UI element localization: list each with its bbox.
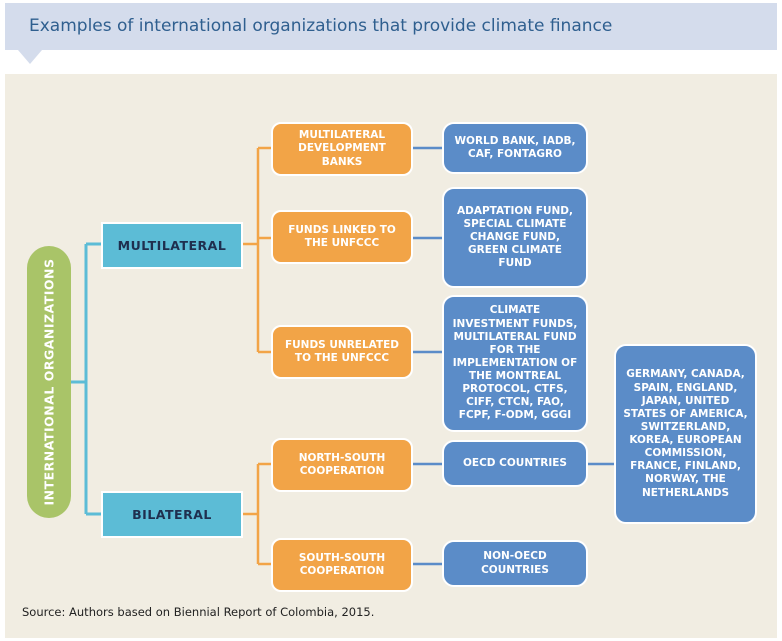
non-oecd-countries-node: NON-OECD COUNTRIES — [442, 540, 588, 587]
multilateral-label: MULTILATERAL — [117, 237, 227, 253]
unrelated-funds-examples-text: CLIMATE INVESTMENT FUNDS, MULTILATERAL F… — [452, 304, 578, 422]
mdb-label: MULTILATERAL DEVELOPMENT BANKS — [298, 129, 386, 168]
linked-funds-label: FUNDS LINKED TO THE UNFCCC — [288, 223, 396, 249]
multilateral-node: MULTILATERAL — [101, 222, 243, 269]
oecd-countries-node: OECD COUNTRIES — [442, 440, 588, 487]
mdb-examples-text: WORLD BANK, IADB, CAF, FONTAGRO — [454, 134, 576, 160]
root-node-label: INTERNATIONAL ORGANIZATIONS — [41, 258, 57, 506]
south-south-label: SOUTH-SOUTH COOPERATION — [298, 551, 386, 577]
oecd-countries-list-text: GERMANY, CANADA, SPAIN, ENGLAND, JAPAN, … — [623, 368, 748, 499]
unrelated-funds-examples-node: CLIMATE INVESTMENT FUNDS, MULTILATERAL F… — [442, 295, 588, 432]
south-south-node: SOUTH-SOUTH COOPERATION — [271, 538, 413, 592]
title-banner: Examples of international organizations … — [5, 3, 777, 50]
north-south-node: NORTH-SOUTH COOPERATION — [271, 438, 413, 492]
linked-funds-examples-text: ADAPTATION FUND, SPECIAL CLIMATE CHANGE … — [457, 204, 573, 270]
unrelated-funds-node: FUNDS UNRELATED TO THE UNFCCC — [271, 325, 413, 379]
mdb-node: MULTILATERAL DEVELOPMENT BANKS — [271, 122, 413, 176]
linked-funds-examples-node: ADAPTATION FUND, SPECIAL CLIMATE CHANGE … — [442, 187, 588, 288]
source-note: Source: Authors based on Biennial Report… — [22, 605, 375, 619]
linked-funds-node: FUNDS LINKED TO THE UNFCCC — [271, 210, 413, 264]
page-title: Examples of international organizations … — [29, 16, 613, 36]
bilateral-node: BILATERAL — [101, 491, 243, 538]
mdb-examples-node: WORLD BANK, IADB, CAF, FONTAGRO — [442, 122, 588, 174]
title-banner-pointer — [18, 50, 42, 64]
root-node: INTERNATIONAL ORGANIZATIONS — [27, 246, 71, 518]
bilateral-label: BILATERAL — [132, 506, 212, 522]
north-south-label: NORTH-SOUTH COOPERATION — [298, 451, 386, 477]
unrelated-funds-label: FUNDS UNRELATED TO THE UNFCCC — [284, 338, 400, 364]
oecd-countries-list-node: GERMANY, CANADA, SPAIN, ENGLAND, JAPAN, … — [614, 344, 757, 524]
non-oecd-countries-text: NON-OECD COUNTRIES — [481, 550, 549, 576]
oecd-countries-text: OECD COUNTRIES — [462, 456, 567, 469]
